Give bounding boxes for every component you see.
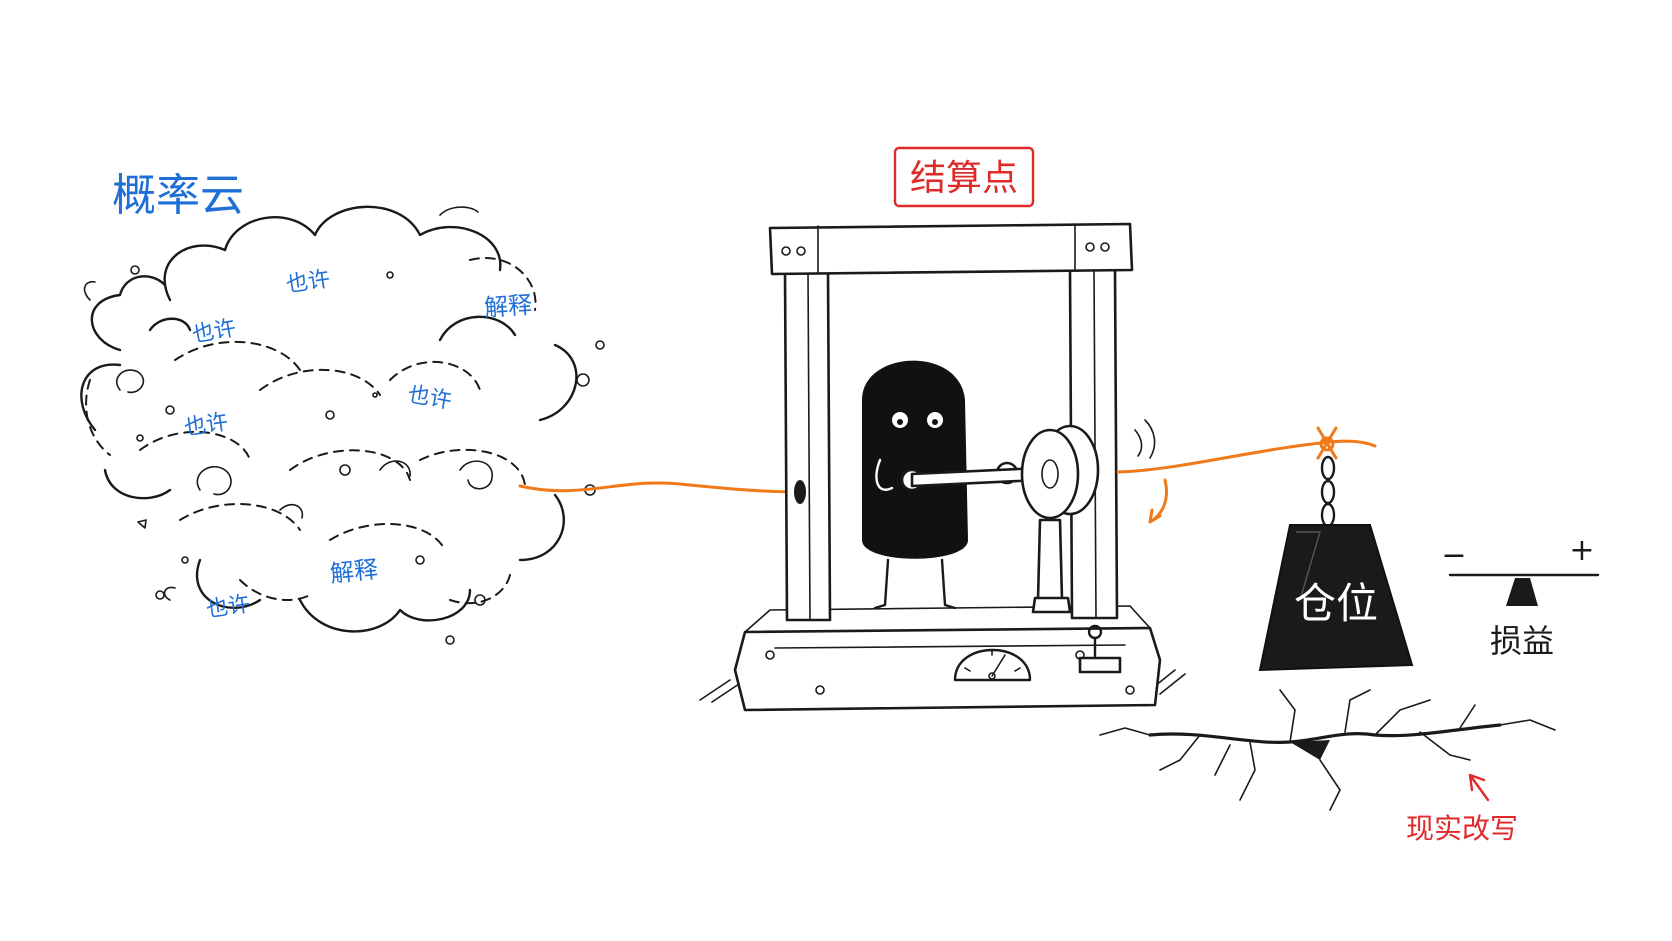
pnl-label: 损益 bbox=[1490, 622, 1554, 660]
balance-minus: − bbox=[1441, 538, 1466, 573]
annotation-arrow-icon bbox=[1468, 773, 1490, 802]
cloud-word-maybe-2: 也许 bbox=[190, 316, 238, 348]
probability-cloud: 概率云 也许 也许 也许 也许 也许 解释 解释 bbox=[80, 170, 605, 645]
settlement-point-label-box: 结算点 bbox=[893, 146, 1035, 208]
machine-lever-icon bbox=[1078, 624, 1122, 674]
reality-rewrite-label: 现实改写 bbox=[1406, 812, 1518, 845]
pnl-balance: − + 损益 bbox=[1441, 533, 1600, 660]
crank-wheel-icon bbox=[1020, 424, 1100, 614]
cloud-word-explain-1: 解释 bbox=[483, 291, 533, 322]
cloud-word-maybe-1: 也许 bbox=[285, 267, 332, 298]
cloud-word-maybe-4: 也许 bbox=[183, 410, 230, 441]
rotation-arrow-icon bbox=[1148, 478, 1168, 524]
position-weight: 仓位 bbox=[1258, 455, 1414, 672]
pressure-gauge-icon bbox=[953, 648, 1032, 682]
cloud-word-maybe-3: 也许 bbox=[406, 382, 454, 414]
cloud-title: 概率云 bbox=[112, 170, 244, 221]
cloud-word-explain-2: 解释 bbox=[329, 555, 380, 588]
settlement-machine: 结算点 bbox=[699, 146, 1186, 712]
ground-crack bbox=[1099, 689, 1556, 811]
chain-icon bbox=[1320, 455, 1336, 528]
rope-to-weight bbox=[1116, 439, 1377, 474]
balance-plus: + bbox=[1569, 533, 1594, 568]
settlement-point-label: 结算点 bbox=[910, 158, 1018, 199]
position-label: 仓位 bbox=[1294, 579, 1378, 628]
rope-from-cloud bbox=[518, 481, 802, 494]
reality-rewrite-annotation: 现实改写 bbox=[1406, 773, 1518, 845]
cloud-word-maybe-5: 也许 bbox=[205, 592, 252, 623]
